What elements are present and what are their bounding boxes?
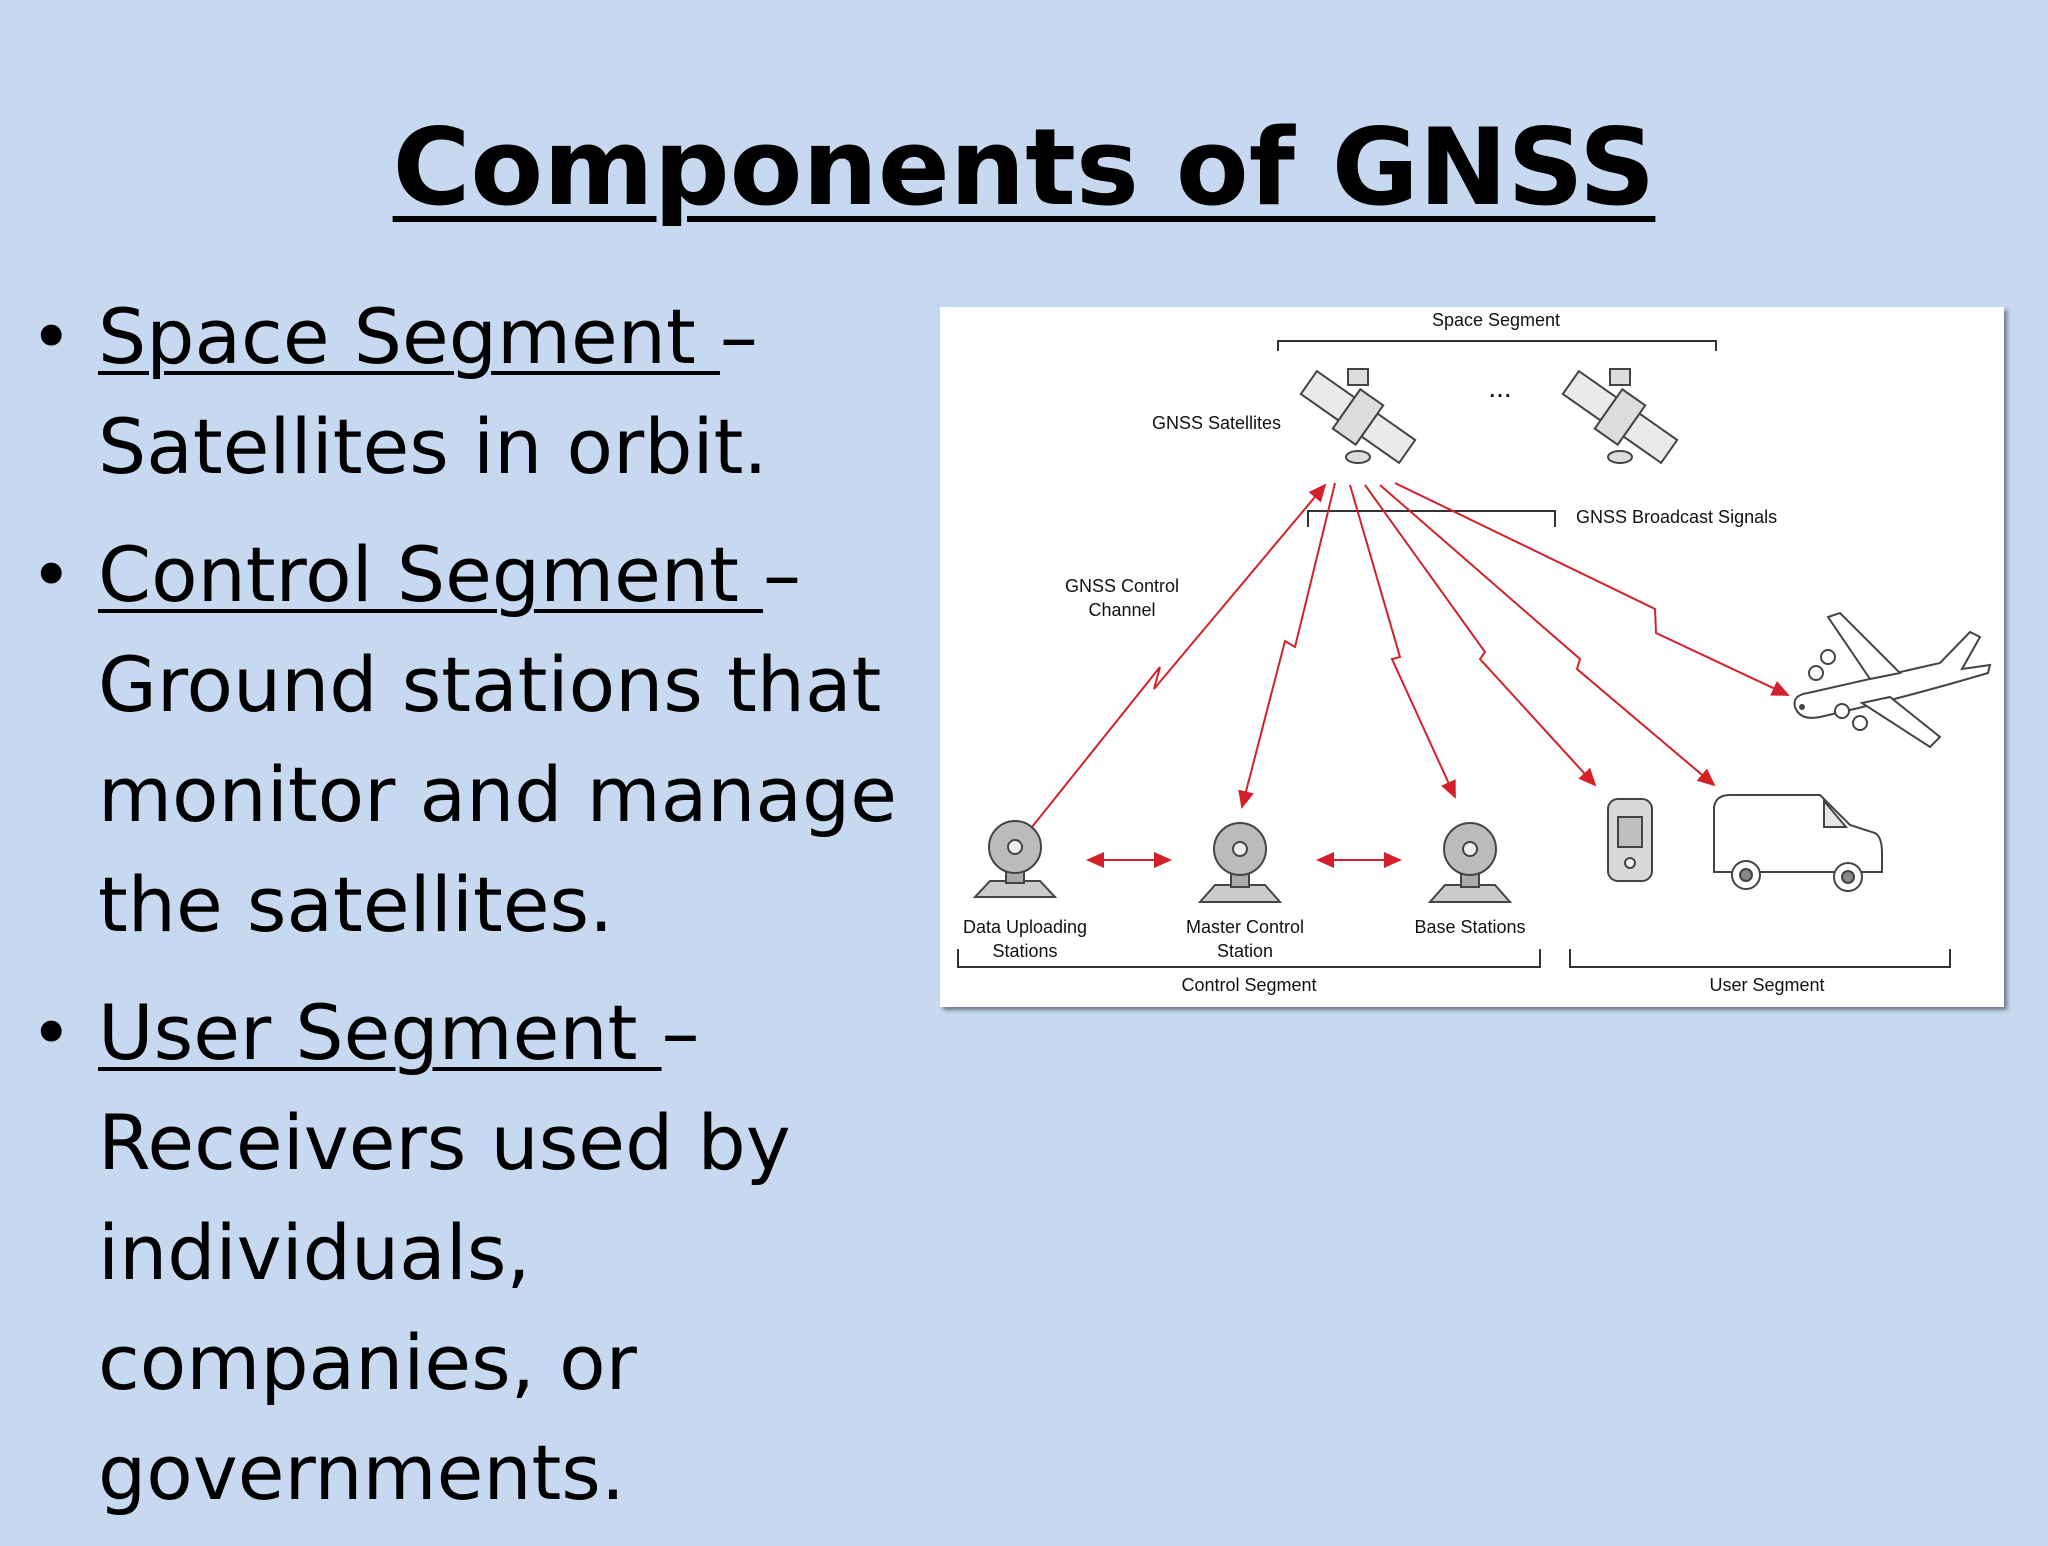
bullet-user-segment: • User Segment – Receivers used by indiv… xyxy=(20,978,980,1528)
label-master-control-2: Station xyxy=(1217,941,1273,961)
bracket-broadcast xyxy=(1307,510,1556,527)
satellite-dish-icon xyxy=(1427,822,1513,903)
ellipsis: ... xyxy=(1488,372,1511,403)
label-control-channel-2: Channel xyxy=(1088,600,1155,620)
label-data-uploading-2: Stations xyxy=(992,941,1057,961)
bullet-text: Ground stations that monitor and manage … xyxy=(98,640,898,949)
bullet-term: User Segment xyxy=(98,988,662,1077)
label-gnss-satellites: GNSS Satellites xyxy=(1152,413,1281,433)
bracket-user-segment xyxy=(1569,949,1951,968)
satellite-icon xyxy=(1561,369,1679,465)
bracket-control-segment xyxy=(957,949,1541,968)
bullet-space-segment: • Space Segment – Satellites in orbit. xyxy=(20,282,980,502)
gnss-diagram-svg: Space Segment GNSS Satellites ... GNSS B… xyxy=(957,310,1992,995)
label-master-control: Master Control xyxy=(1186,917,1304,937)
bullet-text: Satellites in orbit. xyxy=(98,402,768,491)
bullet-dot: • xyxy=(30,991,73,1075)
label-base-stations: Base Stations xyxy=(1414,917,1525,937)
bullet-term: Control Segment xyxy=(98,530,764,619)
slide-title: Components of GNSS xyxy=(392,106,1656,229)
signal-arrows xyxy=(1031,482,1790,868)
bullet-text: Receivers used by individuals, companies… xyxy=(98,1098,791,1517)
satellite-dish-icon xyxy=(1197,822,1283,903)
bullet-dot: • xyxy=(30,533,73,617)
bullet-list: • Space Segment – Satellites in orbit. •… xyxy=(20,282,980,1546)
satellite-cap xyxy=(1345,368,1371,464)
bullet-control-segment: • Control Segment – Ground stations that… xyxy=(20,520,980,960)
handheld-receiver-icon xyxy=(1607,798,1653,882)
gnss-diagram: Space Segment GNSS Satellites ... GNSS B… xyxy=(940,307,2004,1007)
label-control-channel: GNSS Control xyxy=(1065,576,1179,596)
airplane-icon xyxy=(1793,611,1992,749)
bullet-dot: • xyxy=(30,295,73,379)
bracket-space-segment xyxy=(1277,340,1717,351)
label-data-uploading: Data Uploading xyxy=(963,917,1087,937)
van-icon xyxy=(1713,794,1883,892)
satellite-dish-icon xyxy=(972,820,1058,898)
label-broadcast-signals: GNSS Broadcast Signals xyxy=(1576,507,1777,527)
label-space-segment: Space Segment xyxy=(1432,310,1560,330)
satellite-cap xyxy=(1607,368,1633,464)
label-user-segment: User Segment xyxy=(1709,975,1824,995)
bullet-term: Space Segment xyxy=(98,292,720,381)
satellite-icon xyxy=(1299,369,1417,465)
label-control-segment: Control Segment xyxy=(1181,975,1316,995)
